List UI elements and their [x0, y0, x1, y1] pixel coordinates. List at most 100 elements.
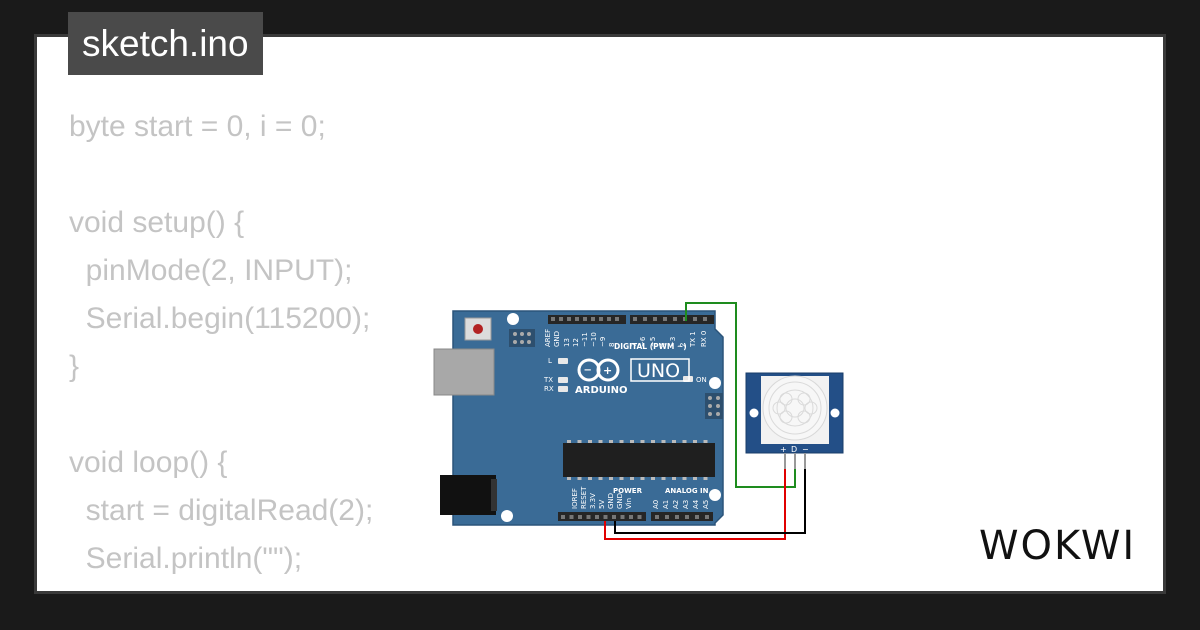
analog-header: [651, 512, 713, 521]
digital-pin-label: ~11: [581, 332, 589, 347]
code-line: start = digitalRead(2);: [69, 494, 374, 527]
power-pin-label: RESET: [580, 486, 588, 509]
chip-pin: [598, 440, 603, 443]
chip-pin: [619, 477, 624, 480]
header-hole: [595, 515, 599, 519]
signal-wire: [685, 302, 796, 488]
code-line: void setup() {: [69, 206, 245, 239]
chip-pin: [598, 477, 603, 480]
wokwi-logo: WOKWI: [979, 523, 1136, 569]
power-label: POWER: [613, 487, 643, 495]
header-hole: [620, 515, 625, 519]
header-hole: [586, 515, 591, 519]
pir-pin-vcc-label: +: [780, 445, 787, 454]
chip-pin: [567, 477, 571, 480]
digital-pin-label: RX 0: [700, 331, 708, 347]
header-hole: [629, 515, 633, 519]
header-hole: [695, 515, 699, 519]
analog-label: ANALOG IN: [665, 487, 709, 495]
atmega-chip: [563, 443, 715, 477]
digital-pin-label: 2: [679, 343, 687, 347]
analog-pin-label: A4: [692, 499, 700, 509]
chip-pin: [651, 440, 655, 443]
chip-pin: [619, 440, 624, 443]
chip-pin: [577, 477, 582, 480]
chip-pin: [661, 440, 666, 443]
chip-pin: [630, 440, 634, 443]
ground-wire: [614, 455, 806, 534]
led-rx-label: RX: [544, 385, 554, 393]
preview-canvas: byte start = 0, i = 0;void setup() { pin…: [34, 34, 1166, 594]
led-tx: [558, 377, 568, 383]
chip-pin: [703, 477, 708, 480]
uno-label: UNO: [637, 360, 680, 382]
arduino-logo: − +: [577, 358, 620, 382]
gnd-label: GND: [553, 331, 561, 347]
chip-pin: [577, 440, 582, 443]
digital-pin-label: 12: [572, 338, 580, 347]
analog-pin-label: A0: [652, 500, 660, 509]
arduino-brand: ARDUINO: [575, 385, 627, 396]
header-hole: [705, 515, 709, 519]
chip-pin: [609, 440, 613, 443]
digital-pin-label: 13: [563, 338, 571, 347]
digital-pin-label: 7: [630, 343, 638, 347]
digital-pin-label: 4: [659, 342, 667, 347]
chip-pin: [672, 477, 676, 480]
chip-pin: [640, 440, 645, 443]
chip-pin: [651, 477, 655, 480]
code-line: byte start = 0, i = 0;: [69, 110, 326, 143]
usb-connector: [433, 348, 495, 396]
analog-pin-label: A3: [682, 500, 690, 509]
digital-pin-label: 8: [608, 343, 616, 347]
digital-pin-label: ~3: [669, 337, 677, 347]
chip-pin: [588, 440, 592, 443]
led-tx-label: TX: [543, 376, 553, 384]
header-hole: [675, 515, 679, 519]
header-hole: [569, 515, 574, 519]
digital-pin-label: ~6: [639, 336, 647, 347]
chip-pin: [588, 477, 592, 480]
mounting-hole: [709, 377, 721, 389]
power-pin-label: GND: [616, 493, 624, 509]
file-tab[interactable]: sketch.ino: [68, 12, 263, 75]
chip-pin: [661, 477, 666, 480]
header-hole: [655, 515, 659, 519]
header-hole: [685, 515, 689, 519]
code-line: Serial.print("...");: [69, 583, 373, 591]
digital-pin-label: ~9: [599, 337, 607, 347]
header-hole: [603, 515, 608, 519]
chip-pin: [609, 477, 613, 480]
fresnel-lens: [768, 381, 822, 435]
power-header: [558, 512, 646, 521]
chip-pin: [682, 477, 687, 480]
pir-pin-gnd-label: −: [802, 445, 809, 454]
digital-header-right: [630, 315, 714, 324]
svg-text:+: +: [603, 364, 612, 377]
chip-pin: [640, 477, 645, 480]
digital-pin-label: TX 1: [689, 331, 697, 348]
power-pin-label: GND: [607, 493, 615, 509]
led-on-label: ON: [696, 376, 707, 384]
digital-label: DIGITAL (PWM ~): [614, 342, 687, 351]
analog-pin-label: A2: [672, 500, 680, 509]
power-wire: [604, 455, 786, 540]
chip-pin: [693, 440, 697, 443]
aref-label: AREF: [544, 329, 552, 347]
power-pin-label: Vin: [625, 498, 633, 509]
pir-pin-d-label: D: [791, 445, 797, 454]
svg-text:−: −: [584, 365, 592, 376]
code-line: }: [69, 350, 80, 383]
chip-pin: [693, 477, 697, 480]
header-hole: [561, 515, 565, 519]
power-pin-label: 5V: [598, 500, 606, 509]
wires: [604, 302, 806, 540]
wokwi-logo-text: WOKWI: [979, 523, 1136, 569]
header-hole: [578, 515, 582, 519]
header-hole: [612, 515, 616, 519]
led-rx: [558, 386, 568, 392]
pir-motion-sensor[interactable]: + D −: [745, 372, 844, 469]
digital-pin-label: ~5: [649, 337, 657, 347]
